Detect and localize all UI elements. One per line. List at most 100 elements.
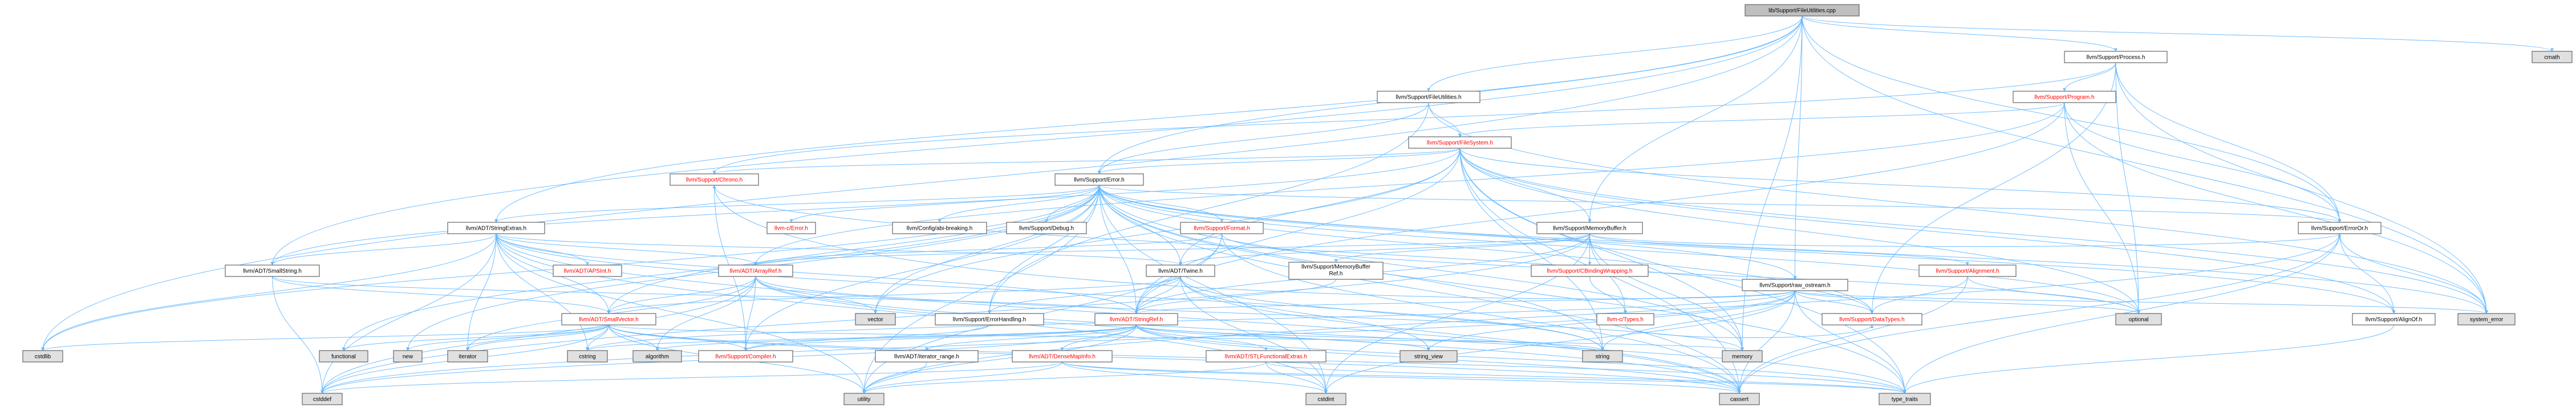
edge-filesystem-to-string	[1459, 148, 1604, 351]
node-datatypes[interactable]: llvm/Support/DataTypes.h	[1822, 313, 1922, 325]
edge-alignof-to-typetraits	[1903, 324, 2394, 394]
node-cstdlib: cstdlib	[22, 350, 63, 363]
edge-erroror-to-systemerror	[2339, 233, 2488, 314]
node-program[interactable]: llvm/Support/Program.h	[2013, 91, 2116, 103]
node-cerror[interactable]: llvm-c/Error.h	[766, 222, 816, 234]
edge-root-to-smallstring	[270, 15, 1803, 266]
edge-error-to-errorhandling	[988, 185, 1100, 314]
node-label-densemapinfo: llvm/ADT/DenseMapInfo.h	[1029, 354, 1096, 360]
node-errorhandling[interactable]: llvm/Support/ErrorHandling.h	[935, 313, 1044, 325]
node-box-datatypes	[1822, 313, 1922, 325]
node-stringview: string_view	[1399, 350, 1458, 363]
node-apsint[interactable]: llvm/ADT/APSInt.h	[553, 264, 622, 277]
node-ctypes[interactable]: llvm-c/Types.h	[1596, 313, 1654, 325]
node-label-cstddef: cstddef	[313, 397, 331, 403]
node-arrayref[interactable]: llvm/ADT/ArrayRef.h	[718, 264, 793, 277]
edge-smallstring-to-cstddef	[272, 276, 324, 394]
edge-error-to-erroror	[1099, 185, 2342, 223]
node-stringref[interactable]: llvm/ADT/StringRef.h	[1094, 313, 1178, 325]
node-memorybuffer[interactable]: llvm/Support/MemoryBuffer.h	[1536, 222, 1643, 234]
edge-root-to-erroror	[1802, 15, 2342, 223]
edge-root-to-cmath	[1802, 15, 2554, 52]
node-optional: optional	[2115, 313, 2162, 325]
edge-stringextras-to-cstdlib	[41, 233, 497, 351]
node-compiler[interactable]: llvm/Support/Compiler.h	[698, 350, 793, 363]
node-box-functional	[319, 350, 368, 363]
node-label-apsint: llvm/ADT/APSInt.h	[564, 268, 611, 275]
node-abibreaking[interactable]: llvm/Config/abi-breaking.h	[892, 222, 987, 234]
node-cbinding[interactable]: llvm/Support/CBindingWrapping.h	[1531, 264, 1649, 277]
node-cstdint: cstdint	[1305, 393, 1346, 405]
edge-process-to-erroror	[2115, 62, 2342, 223]
edge-alignment-to-datatypes	[1870, 276, 1968, 314]
node-root[interactable]: lib/Support/FileUtilities.cpp	[1745, 4, 1860, 17]
edge-arrayref-to-memory	[755, 276, 1744, 351]
edge-twine-to-stringview	[1180, 276, 1430, 351]
edge-smallvector-to-iterator	[466, 324, 609, 351]
node-box-erroror	[2298, 222, 2382, 234]
node-new: new	[393, 350, 423, 363]
node-label-stringref: llvm/ADT/StringRef.h	[1110, 317, 1163, 323]
node-label-format: llvm/Support/Format.h	[1194, 226, 1250, 232]
node-iterrange[interactable]: llvm/ADT/iterator_range.h	[875, 350, 979, 363]
edge-filesystem-to-smallstring	[270, 148, 1461, 266]
node-systemerror: system_error	[2457, 313, 2516, 325]
edge-stringref-to-cstring	[586, 324, 1137, 351]
edge-chrono-to-datatypes	[714, 185, 1874, 314]
node-fileutil[interactable]: llvm/Support/FileUtilities.h	[1377, 91, 1480, 103]
node-debug[interactable]: llvm/Support/Debug.h	[1006, 222, 1087, 234]
node-label-process: llvm/Support/Process.h	[2087, 55, 2145, 61]
edge-arrayref-to-algorithm	[655, 276, 756, 351]
edge-program-to-filesystem	[1458, 102, 2065, 137]
edge-stlfunctional-to-typetraits	[1265, 361, 1906, 394]
node-stlfunctional[interactable]: llvm/ADT/STLFunctionalExtras.h	[1206, 350, 1326, 363]
node-alignof[interactable]: llvm/Support/AlignOf.h	[2352, 313, 2436, 325]
node-box-stlfunctional	[1206, 350, 1326, 363]
edge-layer	[41, 15, 2554, 394]
edge-error-to-cassert	[1099, 185, 1741, 394]
edge-rawostream-to-string	[1601, 290, 1795, 351]
node-densemapinfo[interactable]: llvm/ADT/DenseMapInfo.h	[1012, 350, 1113, 363]
node-format[interactable]: llvm/Support/Format.h	[1180, 222, 1264, 234]
node-box-compiler	[698, 350, 793, 363]
edge-stringextras-to-utility	[496, 233, 866, 394]
edge-root-to-process	[1802, 15, 2117, 52]
node-cmath: cmath	[2532, 51, 2573, 63]
node-label-memorybuffer: llvm/Support/MemoryBuffer.h	[1553, 226, 1626, 232]
node-box-smallvector	[561, 313, 656, 325]
edge-rawostream-to-datatypes	[1795, 290, 1874, 314]
node-filesystem[interactable]: llvm/Support/FileSystem.h	[1408, 136, 1512, 149]
node-label-errorhandling: llvm/Support/ErrorHandling.h	[953, 317, 1026, 323]
edge-arrayref-to-cassert	[755, 276, 1741, 394]
node-erroror[interactable]: llvm/Support/ErrorOr.h	[2298, 222, 2382, 234]
node-typetraits: type_traits	[1879, 393, 1931, 405]
node-process[interactable]: llvm/Support/Process.h	[2064, 51, 2168, 63]
node-box-smallstring	[225, 264, 320, 277]
node-box-alignof	[2352, 313, 2436, 325]
node-chrono[interactable]: llvm/Support/Chrono.h	[670, 173, 759, 186]
edge-erroror-to-alignof	[2339, 233, 2396, 314]
node-label-compiler: llvm/Support/Compiler.h	[715, 354, 776, 360]
node-smallstring[interactable]: llvm/ADT/SmallString.h	[225, 264, 320, 277]
node-alignment[interactable]: llvm/Support/Alignment.h	[1918, 264, 2017, 277]
node-smallvector[interactable]: llvm/ADT/SmallVector.h	[561, 313, 656, 325]
edge-stringref-to-algorithm	[655, 324, 1137, 351]
edge-twine-to-errorhandling	[988, 276, 1181, 314]
node-box-fileutil	[1377, 91, 1480, 103]
node-box-optional	[2115, 313, 2162, 325]
node-twine[interactable]: llvm/ADT/Twine.h	[1146, 264, 1215, 277]
node-label-smallvector: llvm/ADT/SmallVector.h	[579, 317, 638, 323]
node-box-stringextras	[447, 222, 545, 234]
node-box-iterrange	[875, 350, 979, 363]
node-box-stringview	[1399, 350, 1458, 363]
edge-filesystem-to-stringref	[1134, 148, 1461, 314]
node-stringextras[interactable]: llvm/ADT/StringExtras.h	[447, 222, 545, 234]
edge-error-to-debug	[1045, 185, 1100, 223]
edge-root-to-memorybuffer	[1588, 15, 1803, 223]
node-box-cstring	[567, 350, 608, 363]
node-rawostream[interactable]: llvm/Support/raw_ostream.h	[1742, 279, 1848, 291]
node-error[interactable]: llvm/Support/Error.h	[1054, 173, 1144, 186]
edge-error-to-abibreaking	[938, 185, 1100, 223]
node-box-ctypes	[1596, 313, 1654, 325]
